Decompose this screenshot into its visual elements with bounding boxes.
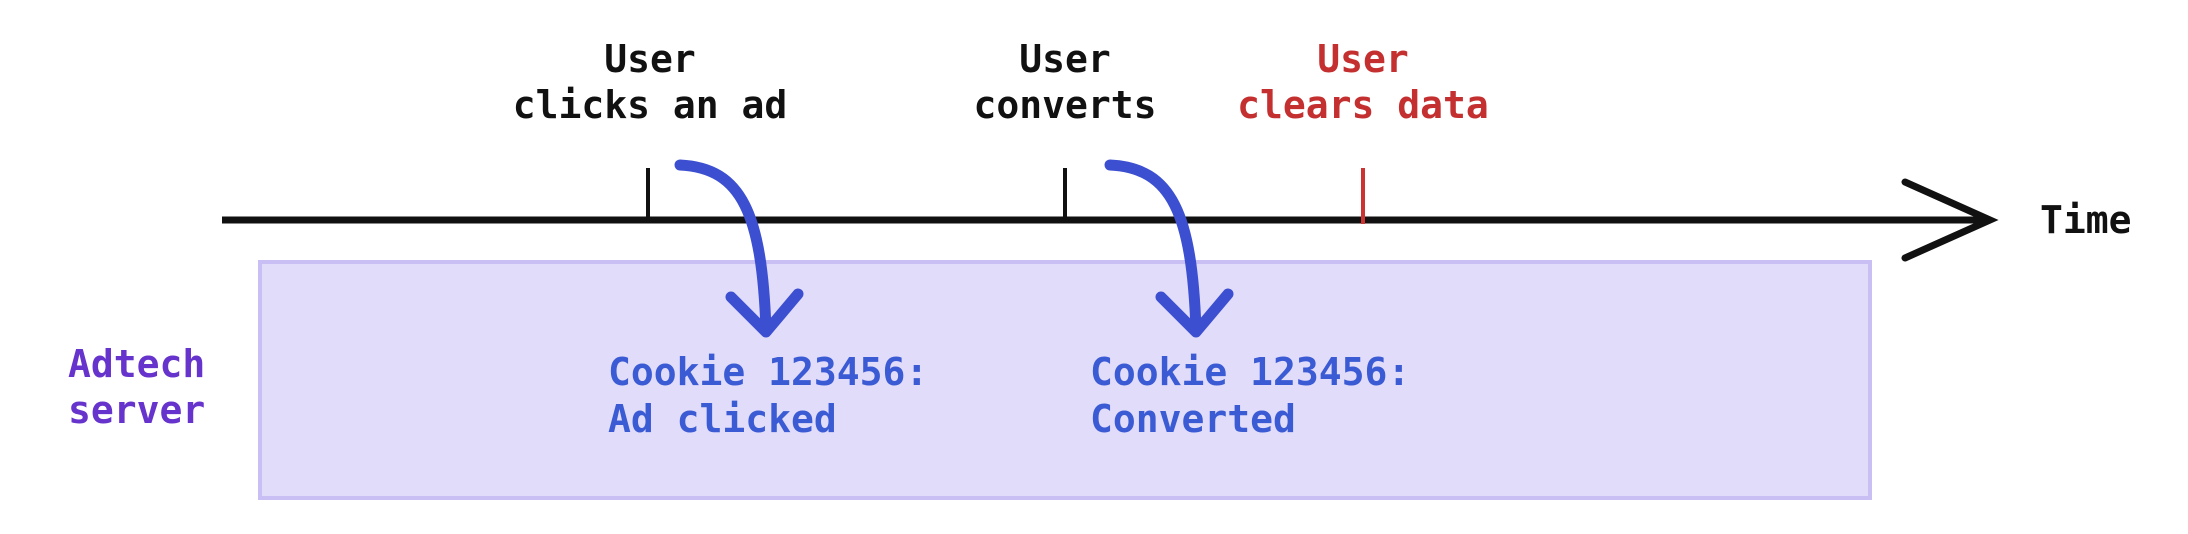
event-label-ad-click-line2: clicks an ad — [513, 83, 788, 127]
flow-arrow-ad-click-head — [725, 288, 804, 338]
server-record-converted: Cookie 123456: Converted — [1090, 350, 1410, 441]
flow-arrow-ad-click-to-record — [674, 159, 804, 338]
event-label-conversion-line2: converts — [973, 83, 1156, 127]
event-label-conversion: User converts — [973, 37, 1156, 127]
flow-arrow-conversion-curve — [1104, 159, 1202, 336]
event-label-conversion-line1: User — [1019, 37, 1111, 81]
event-label-ad-click: User clicks an ad — [513, 37, 788, 127]
server-record-ad-clicked: Cookie 123456: Ad clicked — [608, 350, 928, 441]
event-label-clear-data: User clears data — [1237, 37, 1489, 127]
server-record-converted-line1: Cookie 123456: — [1090, 350, 1410, 394]
adtech-server-label-line2: server — [68, 388, 205, 432]
flow-arrow-conversion-to-record — [1104, 159, 1234, 338]
flow-arrow-conversion-head — [1155, 288, 1234, 338]
axis-label-time: Time — [2040, 198, 2132, 242]
adtech-server-box — [258, 260, 1872, 500]
server-record-ad-clicked-line2: Ad clicked — [608, 397, 837, 441]
event-label-clear-data-line2: clears data — [1237, 83, 1489, 127]
adtech-server-label-line1: Adtech — [68, 342, 205, 386]
arrow-right-icon — [1901, 178, 1999, 262]
event-label-ad-click-line1: User — [604, 37, 696, 81]
server-record-ad-clicked-line1: Cookie 123456: — [608, 350, 928, 394]
server-record-converted-line2: Converted — [1090, 397, 1296, 441]
adtech-server-label: Adtech server — [68, 342, 205, 432]
flow-arrow-ad-click-curve — [674, 159, 772, 336]
timeline-axis — [222, 178, 1999, 262]
event-label-clear-data-line1: User — [1317, 37, 1409, 81]
